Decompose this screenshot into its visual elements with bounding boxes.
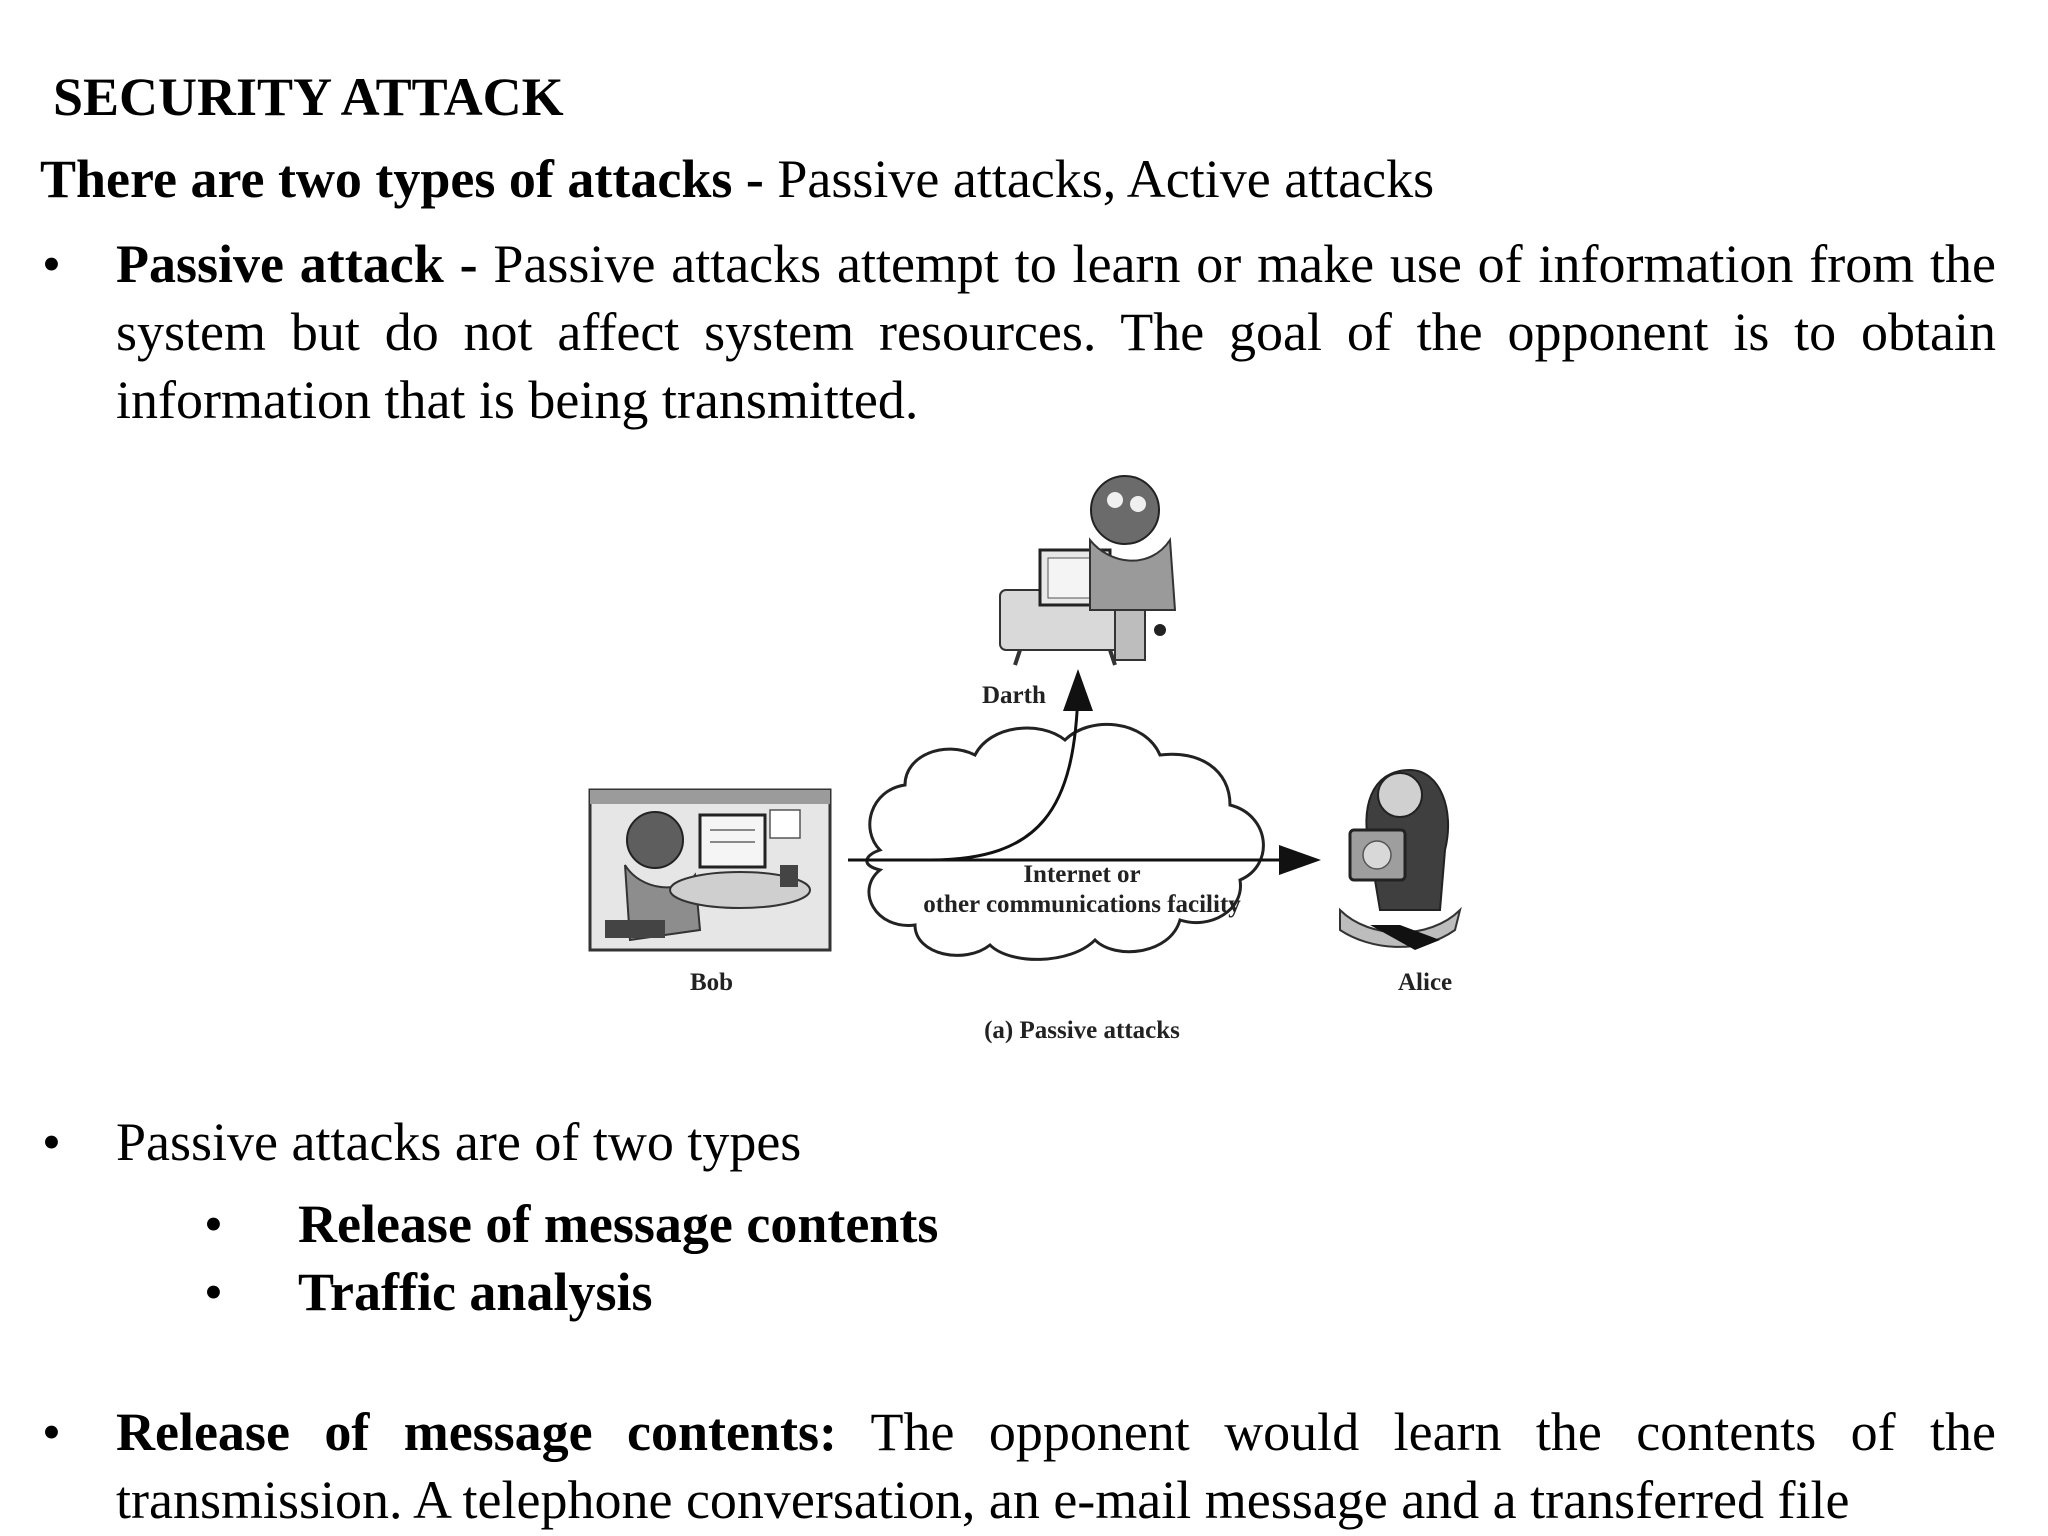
- alice-label: Alice: [1398, 969, 1452, 996]
- bullet-dot: •: [42, 1112, 61, 1172]
- figure-caption: (a) Passive attacks: [984, 1017, 1180, 1044]
- alice-illustration: [1339, 768, 1462, 950]
- intro-bold: There are two types of attacks -: [40, 149, 778, 209]
- bob-illustration: [588, 788, 832, 952]
- types-bullet: • Passive attacks are of two types: [42, 1108, 1996, 1176]
- cloud-label-line1: Internet or: [1023, 861, 1140, 888]
- intro-line: There are two types of attacks - Passive…: [40, 148, 1434, 210]
- passive-attack-figure: Darth Bob: [570, 470, 1530, 1070]
- darth-illustration: [999, 475, 1177, 666]
- passive-attack-text: Passive attacks attempt to learn or make…: [116, 234, 1996, 430]
- passive-attack-term: Passive attack -: [116, 234, 494, 294]
- bullet-dot: •: [204, 1194, 223, 1254]
- sub-bullet-traffic: • Traffic analysis: [204, 1258, 653, 1326]
- bullet-dot: •: [42, 234, 61, 294]
- types-intro-text: Passive attacks are of two types: [116, 1112, 802, 1172]
- bob-label: Bob: [690, 969, 733, 996]
- intro-rest: Passive attacks, Active attacks: [777, 149, 1435, 209]
- sub-bullet-release-label: Release of message contents: [298, 1194, 939, 1254]
- sub-bullet-release: • Release of message contents: [204, 1190, 939, 1258]
- release-term: Release of message contents:: [116, 1402, 838, 1462]
- passive-attack-bullet: • Passive attack - Passive attacks attem…: [42, 230, 1996, 434]
- sub-bullet-traffic-label: Traffic analysis: [298, 1262, 653, 1322]
- page-title: SECURITY ATTACK: [53, 67, 564, 127]
- cloud-label-line2: other communications facility: [923, 891, 1241, 918]
- internet-cloud: [865, 722, 1265, 961]
- bullet-dot: •: [204, 1262, 223, 1322]
- release-text: The opponent would learn the contents of…: [116, 1402, 1997, 1530]
- release-bullet: • Release of message contents: The oppon…: [42, 1398, 1997, 1534]
- darth-label: Darth: [982, 682, 1046, 709]
- bullet-dot: •: [42, 1402, 61, 1462]
- interception-arrow: [929, 669, 1093, 862]
